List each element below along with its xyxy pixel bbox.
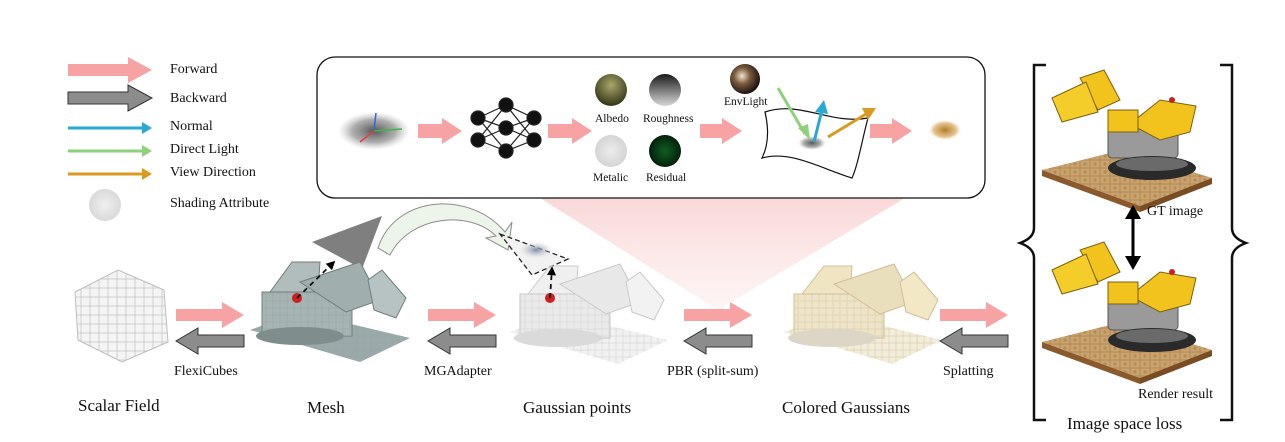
image-space-loss-label: Image space loss xyxy=(1067,414,1183,433)
colored-gaussian-icon xyxy=(929,120,961,140)
albedo-label: Albedo xyxy=(595,113,629,125)
gaussian-blob-icon xyxy=(338,112,410,150)
legend-forward-label: Forward xyxy=(170,62,218,77)
metalic-sphere-icon xyxy=(595,135,627,167)
legend-backward-arrow-icon xyxy=(67,84,154,112)
image-loss-brackets xyxy=(1016,63,1250,422)
neural-network-icon xyxy=(470,97,542,159)
legend-view-direction-label: View Direction xyxy=(170,165,256,180)
render-result-label: Render result xyxy=(1138,387,1214,402)
pbr-arrows xyxy=(683,302,753,355)
mesh-triangle-icon xyxy=(312,216,382,269)
surface-shading-icon xyxy=(760,87,876,179)
colored-gaussians-model xyxy=(784,263,942,364)
legend-normal-arrow-icon xyxy=(68,122,152,134)
splatting-arrows xyxy=(939,302,1009,355)
projection-cone xyxy=(540,198,905,310)
gaussian-points-label: Gaussian points xyxy=(523,398,632,417)
comparison-double-arrow xyxy=(1125,205,1141,270)
gt-image-label: GT image xyxy=(1147,204,1204,219)
flexicubes-arrows xyxy=(175,302,245,355)
scalar-field-cube xyxy=(74,269,169,363)
mgadapter-label: MGAdapter xyxy=(424,364,492,379)
panel-arrow-3 xyxy=(700,118,742,144)
legend-forward-arrow-icon xyxy=(68,57,152,83)
panel-arrow-1 xyxy=(418,118,462,144)
scalar-field-label: Scalar Field xyxy=(78,396,160,415)
gt-image xyxy=(1042,69,1212,212)
gaussian-points-model xyxy=(510,263,668,364)
legend-normal-label: Normal xyxy=(170,119,213,134)
panel-arrow-2 xyxy=(548,118,592,144)
metalic-label: Metalic xyxy=(593,172,629,184)
curved-mapping-arrow xyxy=(377,203,513,256)
panel-arrow-4 xyxy=(870,118,912,144)
legend-view-direction-arrow-icon xyxy=(68,168,152,180)
mesh-label: Mesh xyxy=(307,398,345,417)
envlight-label: EnvLight xyxy=(724,96,768,108)
render-result-image xyxy=(1042,241,1212,384)
residual-label: Residual xyxy=(646,172,687,184)
legend-direct-light-label: Direct Light xyxy=(170,142,239,157)
legend-backward-label: Backward xyxy=(170,91,227,106)
albedo-sphere-icon xyxy=(595,74,627,106)
roughness-sphere-icon xyxy=(649,74,681,106)
legend-shading-attribute-icon xyxy=(89,189,121,221)
legend-shading-attribute-label: Shading Attribute xyxy=(170,196,270,211)
roughness-label: Roughness xyxy=(643,113,694,125)
mgadapter-arrows xyxy=(427,302,497,355)
envlight-sphere-icon xyxy=(730,64,760,94)
flexicubes-label: FlexiCubes xyxy=(174,364,238,379)
splatting-label: Splatting xyxy=(943,364,994,379)
pbr-label: PBR (split-sum) xyxy=(667,364,759,379)
mesh-model xyxy=(250,260,410,362)
colored-gaussians-label: Colored Gaussians xyxy=(782,398,910,417)
residual-sphere-icon xyxy=(649,135,681,167)
legend-direct-light-arrow-icon xyxy=(68,145,152,157)
